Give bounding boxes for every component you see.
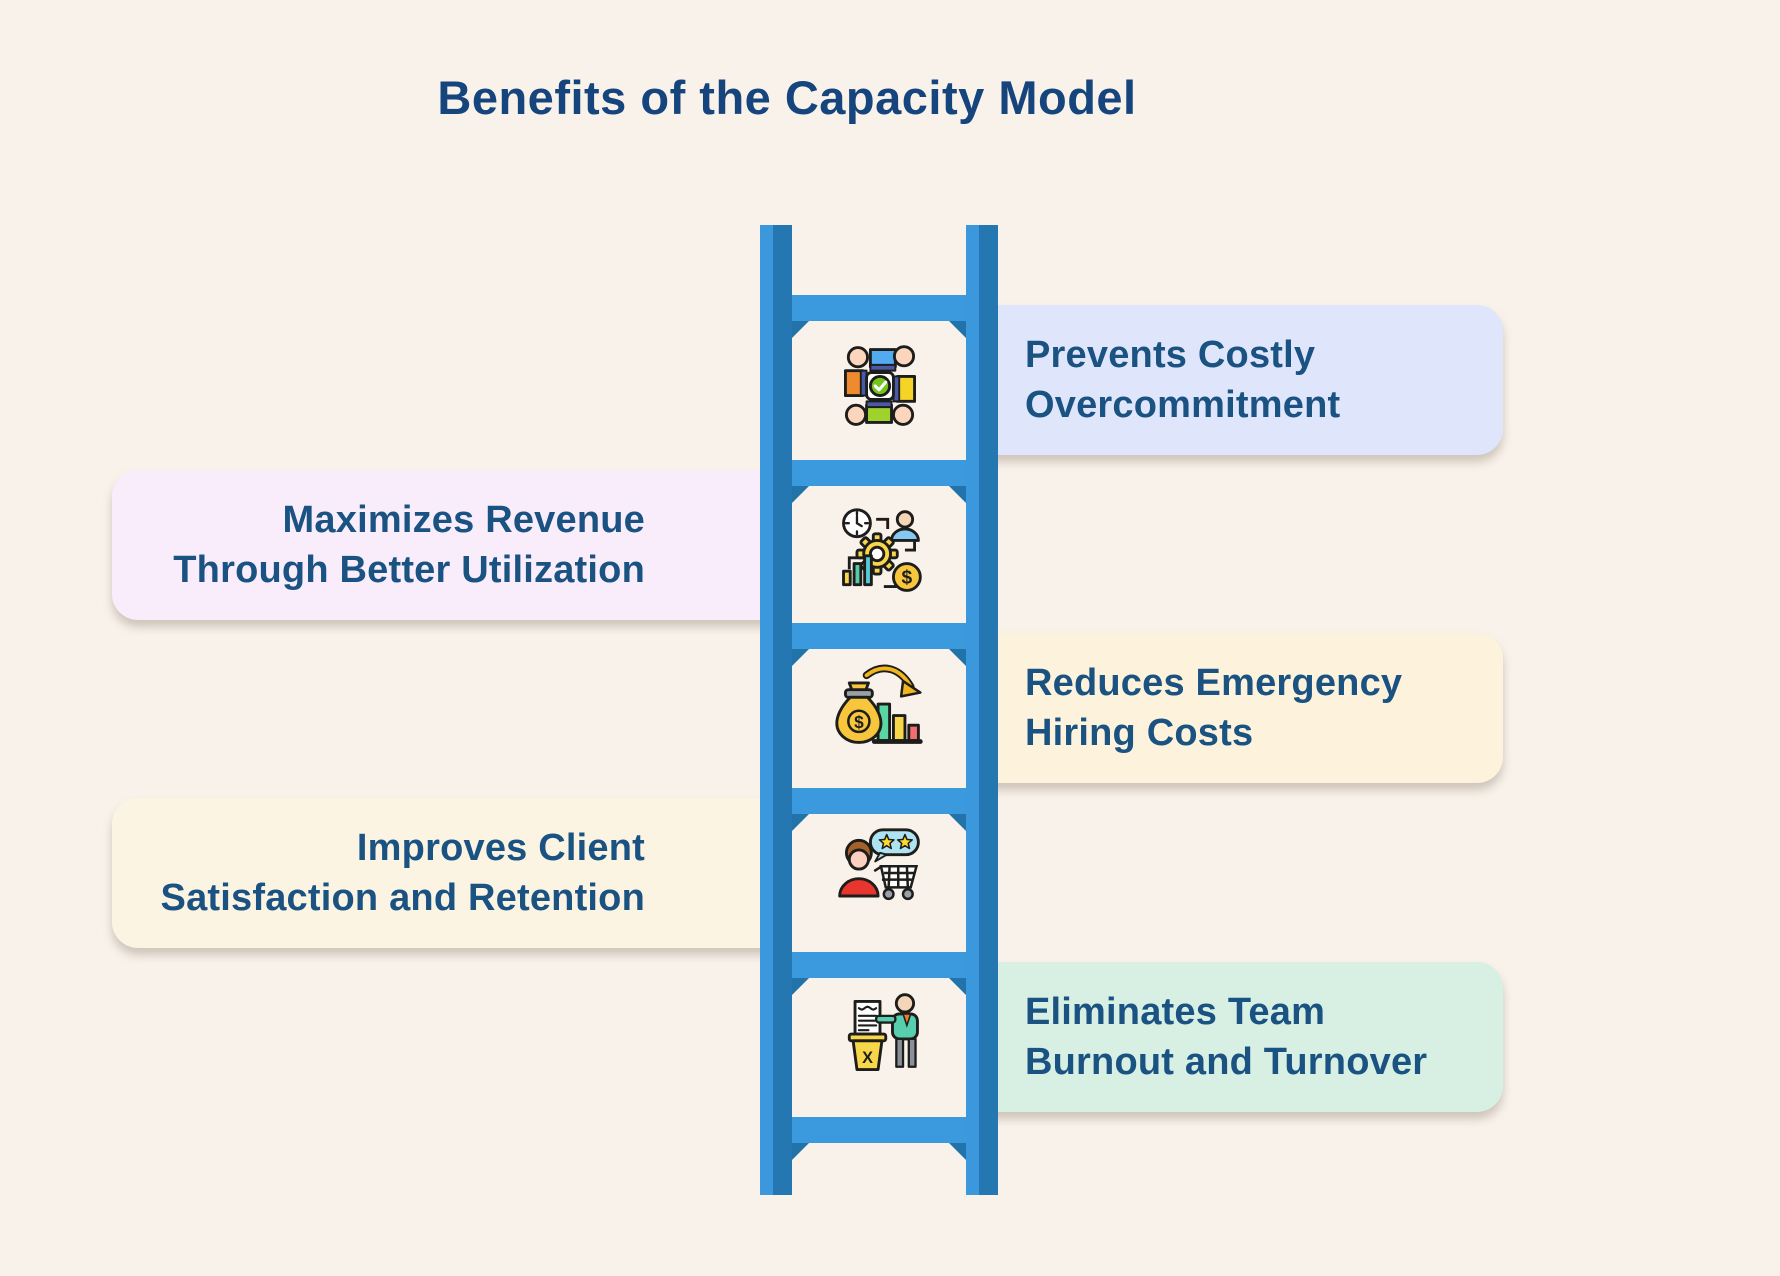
teamwork-hands-icon (844, 345, 916, 426)
benefit-label: Prevents Costly (1025, 334, 1316, 376)
benefit-label: Reduces Emergency (1025, 662, 1403, 704)
svg-text:$: $ (902, 568, 913, 589)
benefit-label: Maximizes Revenue (282, 499, 645, 541)
cost-reduction-icon: $ (835, 664, 923, 744)
cost-reduction-icon: $ (832, 658, 928, 754)
benefit-card-maximizes-revenue: Maximizes Revenue Through Better Utiliza… (112, 470, 775, 620)
team-burnout-elimination-icon: X (847, 993, 919, 1072)
benefit-card-prevents-overcommitment: Prevents Costly Overcommitment (985, 305, 1503, 455)
client-satisfaction-icon (838, 828, 920, 901)
teamwork-hands-icon (832, 338, 928, 434)
benefit-label: Eliminates Team (1025, 991, 1326, 1033)
benefit-card-eliminates-burnout: Eliminates Team Burnout and Turnover (985, 962, 1503, 1112)
ladder-rung (775, 788, 980, 831)
benefit-card-improves-satisfaction: Improves Client Satisfaction and Retenti… (112, 798, 775, 948)
client-satisfaction-icon (832, 824, 928, 920)
team-burnout-elimination-icon: X (832, 988, 928, 1084)
ladder-rung (775, 952, 980, 995)
benefit-label: Improves Client (356, 827, 645, 869)
svg-text:$: $ (854, 712, 864, 732)
ladder-left-rail (760, 225, 792, 1195)
ladder-right-rail (966, 225, 998, 1195)
benefit-label: Burnout and Turnover (1025, 1041, 1428, 1083)
ladder-rung (775, 623, 980, 666)
benefit-label: Overcommitment (1025, 384, 1341, 426)
benefit-label: Satisfaction and Retention (160, 877, 645, 919)
ladder-rung (775, 460, 980, 503)
resource-management-icon: $ (832, 504, 928, 600)
ladder-rung (775, 295, 980, 338)
ladder-rung (775, 1117, 980, 1160)
benefit-card-reduces-hiring-costs: Reduces Emergency Hiring Costs (985, 633, 1503, 783)
benefit-label: Hiring Costs (1025, 712, 1254, 754)
benefit-label: Through Better Utilization (173, 549, 645, 591)
resource-management-icon: $ (842, 508, 922, 592)
page-title: Benefits of the Capacity Model (437, 71, 1137, 124)
svg-text:X: X (862, 1049, 873, 1067)
